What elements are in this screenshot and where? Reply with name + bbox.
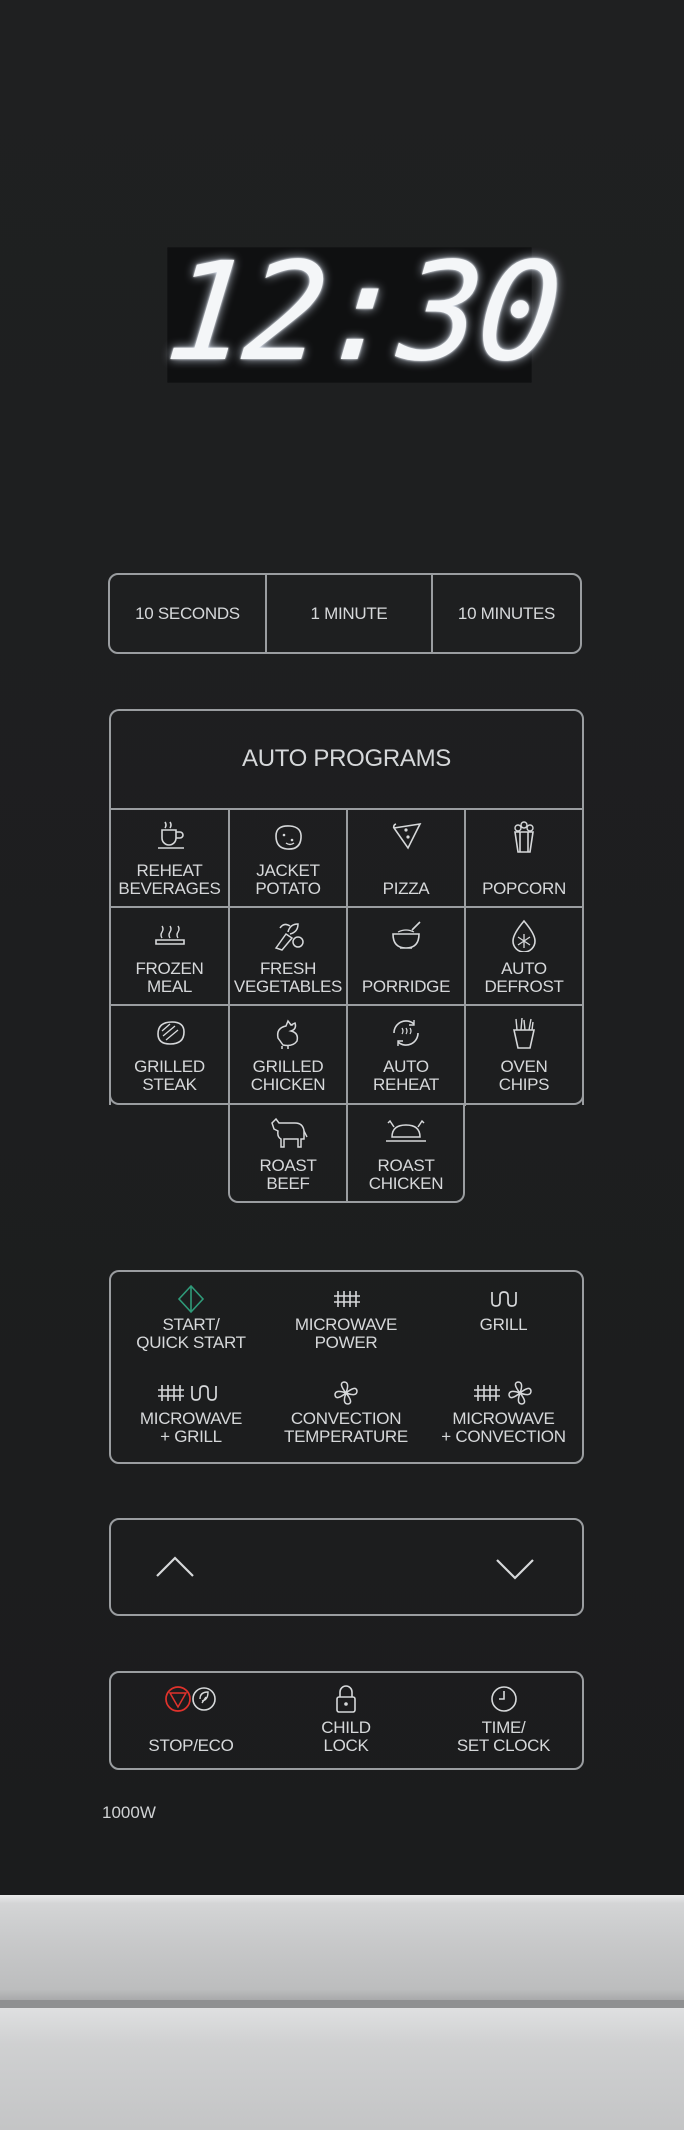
up-arrow-icon[interactable] [153,1548,197,1588]
stop-eco-button[interactable]: STOP/ECO [121,1681,261,1755]
child-lock-button[interactable]: CHILD LOCK [271,1681,421,1755]
lock-icon [336,1685,356,1713]
roast-chicken-icon [386,1119,426,1142]
microwave-convection-button[interactable]: MICROWAVE + CONVECTION [431,1378,576,1446]
auto-defrost-button[interactable]: AUTO DEFROST [466,908,582,1004]
clock-display: 12:30 [159,234,565,392]
divider [346,1103,348,1201]
stop-eco-icon [165,1686,216,1712]
start-diamond-icon [177,1284,205,1314]
bottom-controls-panel: STOP/ECO CHILD LOCK TIME/ SET CLOCK [109,1671,584,1770]
adjust-panel [109,1518,584,1616]
jacket-potato-button[interactable]: JACKET POTATO [230,810,346,906]
cup-icon [157,821,184,849]
divider [346,808,348,1106]
grilled-chicken-button[interactable]: GRILLED CHICKEN [230,1006,346,1102]
roast-beef-button[interactable]: ROAST BEEF [230,1105,346,1201]
steel-trim [0,1895,684,2000]
defrost-icon [512,919,536,952]
roast-row-frame [228,1103,465,1203]
oven-chips-button[interactable]: OVEN CHIPS [466,1006,582,1102]
roast-chicken-button[interactable]: ROAST CHICKEN [348,1105,464,1201]
pizza-icon [392,822,422,850]
microwave-icon [334,1291,360,1307]
grilled-steak-button[interactable]: GRILLED STEAK [111,1006,228,1102]
grill-icon [490,1291,517,1307]
control-panel: 12:30 10 SECONDS 1 MINUTE 10 MINUTES AUT… [0,0,684,1895]
potato-icon [275,825,302,850]
one-minute-button[interactable]: 1 MINUTE [310,603,388,623]
down-arrow-icon[interactable] [493,1548,537,1588]
chips-icon [513,1017,535,1049]
popcorn-button[interactable]: POPCORN [466,810,582,906]
divider [464,808,466,1106]
modes-panel: START/ QUICK START MICROWAVE POWER GRILL… [109,1270,584,1464]
pizza-button[interactable]: PIZZA [348,810,464,906]
fresh-vegetables-button[interactable]: FRESH VEGETABLES [230,908,346,1004]
wattage-label: 1000W [102,1803,156,1822]
popcorn-icon [514,821,534,853]
divider [228,1103,465,1105]
auto-reheat-icon [393,1020,419,1046]
trim-divider [0,2000,684,2008]
clock-icon [490,1686,517,1712]
chicken-icon [276,1019,299,1049]
set-clock-button[interactable]: TIME/ SET CLOCK [431,1681,576,1755]
grill-button[interactable]: GRILL [431,1284,576,1334]
start-button[interactable]: START/ QUICK START [121,1284,261,1352]
ten-minutes-button[interactable]: 10 MINUTES [457,603,556,623]
steel-handle [0,2008,684,2130]
steak-icon [156,1021,185,1045]
quick-time-bar: 10 SECONDS 1 MINUTE 10 MINUTES [108,573,582,654]
beef-icon [271,1117,308,1148]
fan-icon [334,1381,358,1405]
auto-programs-title: AUTO PROGRAMS [241,745,452,772]
vegetables-icon [274,923,304,951]
microwave-grill-button[interactable]: MICROWAVE + GRILL [121,1378,261,1446]
display-time: 12:30 [158,234,565,392]
divider [228,808,230,1106]
frozen-meal-icon [154,925,185,945]
divider [265,575,267,652]
convection-temperature-button[interactable]: CONVECTION TEMPERATURE [271,1378,421,1446]
divider [431,575,433,652]
microwave-grill-icon [158,1385,217,1401]
microwave-convection-icon [473,1381,532,1405]
porridge-button[interactable]: PORRIDGE [348,908,464,1004]
reheat-beverages-button[interactable]: REHEAT BEVERAGES [111,810,228,906]
frozen-meal-button[interactable]: FROZEN MEAL [111,908,228,1004]
porridge-icon [392,921,421,949]
microwave-power-button[interactable]: MICROWAVE POWER [271,1284,421,1352]
ten-seconds-button[interactable]: 10 SECONDS [135,603,240,623]
auto-reheat-button[interactable]: AUTO REHEAT [348,1006,464,1102]
